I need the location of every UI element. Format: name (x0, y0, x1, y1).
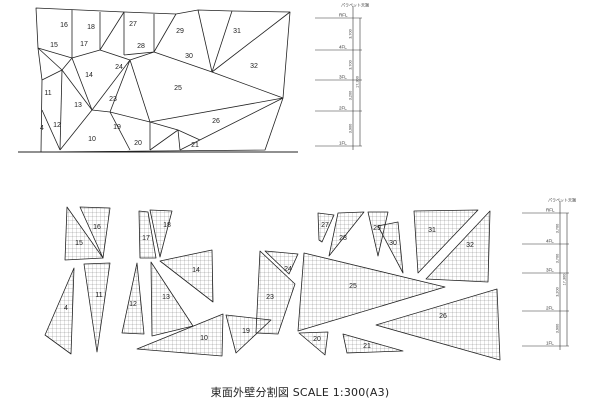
elevation-label: 15 (50, 42, 58, 49)
panel-17 (138, 210, 157, 259)
level-label: 3FL (339, 75, 347, 80)
elevation-label: 11 (44, 90, 51, 97)
panel-27 (317, 212, 335, 243)
elevation-label: 10 (88, 136, 96, 143)
panel-13 (150, 261, 194, 337)
storey-dimension: 3,900 (556, 324, 560, 334)
panel-18 (149, 209, 173, 258)
exploded-label: 15 (75, 240, 83, 247)
panel-division-lines (37, 9, 291, 151)
storey-dimension: 3,700 (556, 254, 560, 264)
exploded-label: 21 (363, 343, 371, 350)
exploded-label: 4 (64, 305, 68, 312)
panel-14 (159, 249, 214, 303)
storey-dimension: 3,200 (556, 287, 560, 297)
panel-16 (79, 206, 111, 259)
level-label: RFL (546, 208, 555, 213)
exploded-label: 29 (373, 225, 381, 232)
elevation-label: 28 (137, 43, 145, 50)
elevation-label: 12 (53, 122, 61, 129)
panel-12 (121, 262, 145, 335)
level-header: パラペット天端 (341, 2, 369, 8)
exploded-label: 23 (266, 294, 274, 301)
elevation-label: 14 (85, 72, 93, 79)
exploded-label: 16 (93, 224, 101, 231)
facade-outline (35, 7, 291, 153)
level-label: 2FL (339, 106, 347, 111)
exploded-label: 12 (129, 301, 137, 308)
facade-elevation: 16 18 15 17 27 28 29 31 30 32 24 14 25 1… (18, 7, 298, 153)
exploded-label: 11 (95, 292, 102, 299)
elevation-label: 4 (40, 125, 44, 132)
elevation-label: 17 (80, 41, 88, 48)
exploded-label: 20 (313, 336, 321, 343)
storey-dimension: 3,900 (349, 124, 353, 134)
level-scale-bottom: パラペット天端 RFL 4FL 3FL 2FL 1FL 3,700 3,700 3,200 3,9… (522, 197, 576, 350)
elevation-label: 16 (60, 22, 68, 29)
panel-10 (136, 313, 224, 357)
elevation-label: 18 (87, 24, 95, 31)
elevation-label: 13 (74, 102, 82, 109)
panel-32 (425, 210, 491, 283)
exploded-label: 26 (439, 313, 447, 320)
exploded-label: 24 (284, 266, 292, 273)
exploded-label: 28 (339, 235, 347, 242)
elevation-label: 20 (134, 140, 142, 147)
elevation-label: 19 (113, 124, 121, 131)
elevation-label: 23 (109, 96, 117, 103)
level-label: 1FL (546, 341, 554, 346)
exploded-label: 10 (200, 335, 208, 342)
exploded-label: 30 (389, 240, 397, 247)
panel-19 (225, 314, 272, 354)
level-label: 4FL (546, 239, 554, 244)
elevation-label: 32 (250, 63, 258, 70)
exploded-label: 25 (349, 283, 357, 290)
exploded-label: 18 (163, 222, 171, 229)
panel-28 (328, 211, 365, 257)
exploded-label: 31 (428, 227, 436, 234)
elevation-label: 29 (176, 28, 184, 35)
panel-23 (255, 250, 296, 335)
panel-20 (298, 331, 329, 356)
storey-dimension: 3,700 (349, 60, 353, 70)
panel-26 (375, 288, 501, 361)
level-label: RFL (339, 13, 348, 18)
elevation-label: 25 (174, 85, 182, 92)
panel-25 (297, 252, 446, 332)
level-label: 1FL (339, 141, 347, 146)
exploded-label: 19 (242, 328, 250, 335)
exploded-label: 17 (142, 235, 150, 242)
panel-21 (342, 333, 404, 354)
storey-dimension: 3,200 (349, 91, 353, 101)
panel-15 (64, 206, 104, 261)
panel-11 (83, 262, 111, 353)
elevation-label: 26 (212, 118, 220, 125)
panel-30 (377, 221, 404, 274)
exploded-label: 14 (192, 267, 200, 274)
total-dimension: 17,300 (356, 76, 360, 88)
level-label: 2FL (546, 306, 554, 311)
exploded-panel-layout: 16 15 17 18 27 28 29 30 31 32 14 24 4 11… (44, 206, 501, 361)
level-label: 3FL (546, 268, 554, 273)
level-header: パラペット天端 (548, 197, 576, 203)
exploded-label: 27 (321, 222, 329, 229)
elevation-label: 27 (129, 21, 137, 28)
panel-24 (264, 250, 299, 275)
exploded-label: 32 (466, 242, 474, 249)
elevation-label: 31 (233, 28, 241, 35)
elevation-label: 21 (191, 142, 199, 149)
elevation-label: 30 (185, 53, 193, 60)
exploded-label: 13 (162, 294, 170, 301)
drawing-title: 東面外壁分割図 SCALE 1:300(A3) (210, 386, 390, 399)
level-label: 4FL (339, 45, 347, 50)
storey-dimension: 3,700 (556, 224, 560, 234)
panel-4 (44, 267, 75, 355)
level-scale-top: パラペット天端 RFL 4FL 3FL 2FL 1FL 3,700 3,700 3,200 3,9… (315, 2, 369, 150)
storey-dimension: 3,700 (349, 29, 353, 39)
panel-31 (413, 209, 479, 274)
total-dimension: 17,300 (563, 274, 567, 286)
elevation-label: 24 (115, 64, 123, 71)
